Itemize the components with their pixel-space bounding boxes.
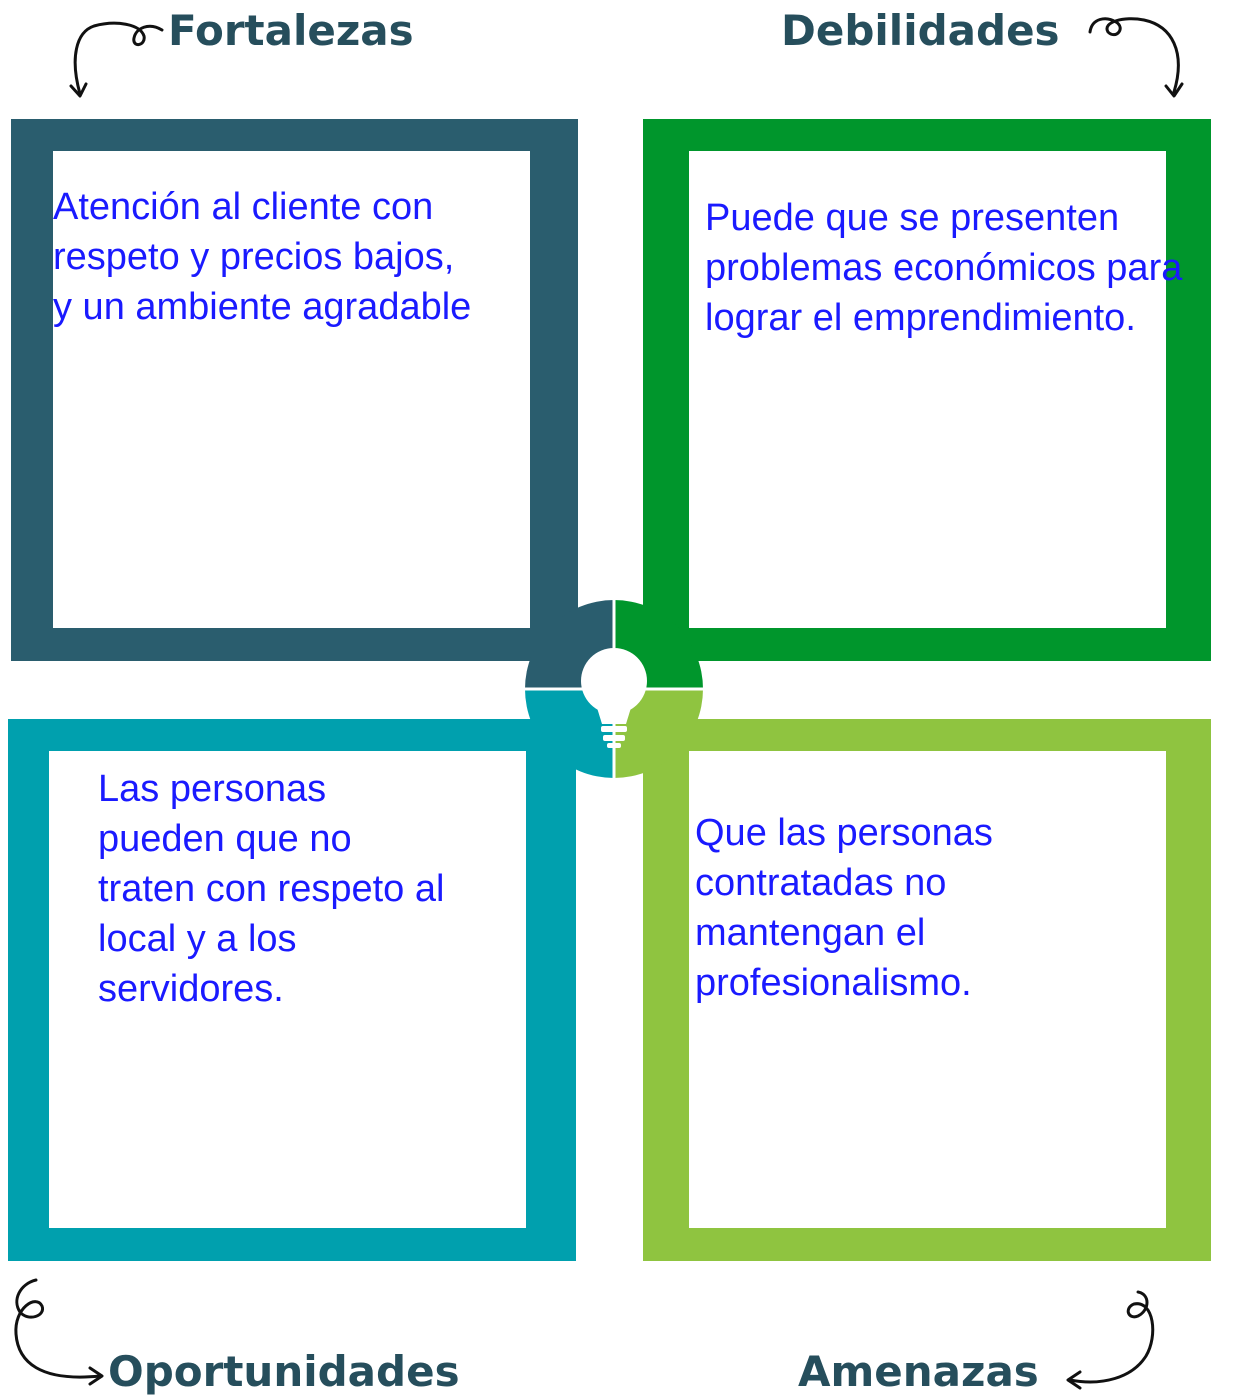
strengths-panel (53, 151, 530, 628)
opportunities-heading: Oportunidades (108, 1347, 460, 1396)
threats-heading: Amenazas (798, 1347, 1039, 1396)
curly-arrow-icon (1066, 1290, 1155, 1390)
opportunities-text: Las personas pueden que no traten con re… (98, 768, 445, 1010)
threats-frame (643, 719, 1211, 1261)
opportunities-panel (49, 751, 526, 1228)
strengths-frame (11, 119, 578, 661)
strengths-text: Atención al cliente con respeto y precio… (53, 186, 472, 328)
lightbulb-icon (581, 648, 647, 748)
weaknesses-text: Puede que se presenten problemas económi… (705, 197, 1183, 339)
weaknesses-heading: Debilidades (781, 6, 1060, 55)
center-hub (523, 598, 705, 780)
curly-arrow-icon (14, 1278, 104, 1386)
curly-arrow-icon (69, 21, 164, 98)
weaknesses-frame (643, 119, 1211, 661)
opportunities-frame (8, 719, 576, 1261)
threats-text: Que las personas contratadas no mantenga… (695, 812, 993, 1004)
curly-arrow-icon (1088, 17, 1184, 98)
strengths-heading: Fortalezas (168, 6, 414, 55)
weaknesses-panel (689, 151, 1166, 628)
threats-panel (689, 751, 1166, 1228)
